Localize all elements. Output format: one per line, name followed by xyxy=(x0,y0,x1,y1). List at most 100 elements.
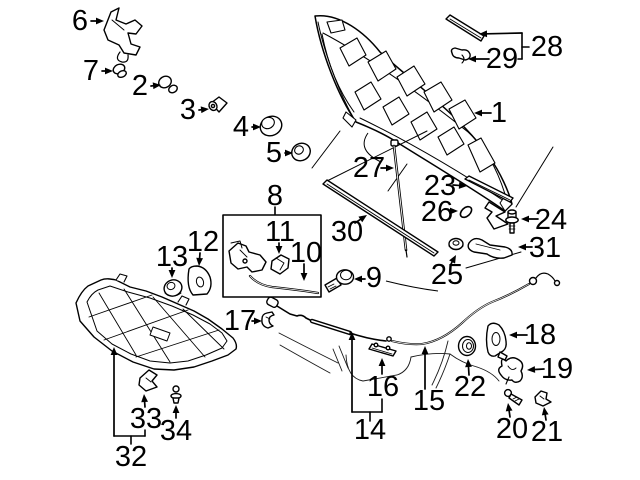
callout-11-arrow-0-head xyxy=(275,246,283,254)
part-number-label-14[interactable]: 14 xyxy=(354,414,386,446)
callout-29: 29 xyxy=(468,43,518,75)
callout-21: 21 xyxy=(531,407,563,448)
callout-7: 7 xyxy=(83,55,113,87)
callout-21-arrow-0-line xyxy=(544,414,547,421)
part-21-clip-nut xyxy=(534,390,552,407)
part-number-label-25[interactable]: 25 xyxy=(431,259,463,291)
part-27-prop-rod xyxy=(390,139,408,258)
part-13-grommet xyxy=(163,279,183,297)
callout-34: 34 xyxy=(160,405,192,447)
callout-19-arrow-0-line xyxy=(534,368,545,371)
callout-3-arrow-0-head xyxy=(200,106,209,114)
part-29-clip xyxy=(450,47,471,64)
part-number-label-6[interactable]: 6 xyxy=(72,5,88,37)
callout-6: 6 xyxy=(72,5,104,37)
part-number-label-20[interactable]: 20 xyxy=(496,413,528,445)
part-18-handle-bracket xyxy=(485,322,508,361)
callout-28-arrow-0-head xyxy=(479,30,488,38)
part-number-label-3[interactable]: 3 xyxy=(180,94,196,126)
part-number-label-10[interactable]: 10 xyxy=(290,237,322,269)
part-number-label-27[interactable]: 27 xyxy=(353,152,385,184)
part-28-molding-strip xyxy=(445,14,485,42)
part-number-label-24[interactable]: 24 xyxy=(535,204,567,236)
callout-17: 17 xyxy=(224,305,262,337)
callout-20-arrow-0-line xyxy=(508,410,511,418)
part-11-clip-art xyxy=(270,254,290,275)
callout-20: 20 xyxy=(496,403,528,445)
part-number-label-21[interactable]: 21 xyxy=(531,416,563,448)
callout-20-arrow-0-head xyxy=(505,403,513,412)
callout-22-arrow-0-line xyxy=(467,366,470,376)
callout-18-arrow-0-head xyxy=(509,331,517,339)
leader-line-1 xyxy=(311,130,341,169)
part-number-label-12[interactable]: 12 xyxy=(187,226,219,258)
callout-13: 13 xyxy=(156,241,188,278)
callout-6-arrow-0-head xyxy=(96,17,104,25)
callout-25: 25 xyxy=(431,255,463,291)
part-number-label-4[interactable]: 4 xyxy=(233,111,249,143)
part-number-label-23[interactable]: 23 xyxy=(424,170,456,202)
callout-31: 31 xyxy=(518,232,561,264)
callout-1-arrow-0-head xyxy=(474,109,482,117)
part-23-front-molding xyxy=(464,175,514,230)
callout-13-arrow-0-head xyxy=(168,270,176,278)
part-number-label-22[interactable]: 22 xyxy=(454,371,486,403)
part-8-latch-art xyxy=(228,240,267,273)
part-number-label-30[interactable]: 30 xyxy=(331,216,363,248)
callout-9: 9 xyxy=(354,262,382,294)
callout-25-arrow-0-line xyxy=(450,261,453,265)
part-26-seal-ring xyxy=(459,205,473,219)
callout-24-arrow-0-head xyxy=(521,215,529,223)
callout-30-arrow-0-line xyxy=(354,218,362,224)
callout-17-arrow-0-head xyxy=(254,317,262,325)
part-number-label-16[interactable]: 16 xyxy=(367,371,399,403)
callout-12: 12 xyxy=(187,226,219,266)
part-number-label-13[interactable]: 13 xyxy=(156,241,188,273)
part-number-label-17[interactable]: 17 xyxy=(224,305,256,337)
callout-28: 28 xyxy=(479,30,563,63)
part-number-label-34[interactable]: 34 xyxy=(160,415,192,447)
leader-line-0 xyxy=(324,130,428,183)
part-number-label-33[interactable]: 33 xyxy=(130,403,162,435)
part-number-label-9[interactable]: 9 xyxy=(366,262,382,294)
callout-28-arrow-0-line xyxy=(486,32,523,35)
part-number-label-28[interactable]: 28 xyxy=(531,31,563,63)
part-number-label-29[interactable]: 29 xyxy=(486,43,518,75)
part-number-label-31[interactable]: 31 xyxy=(529,232,561,264)
callout-14: 14 xyxy=(348,332,386,446)
callout-1: 1 xyxy=(474,97,507,129)
callout-23: 23 xyxy=(424,170,467,202)
part-number-label-5[interactable]: 5 xyxy=(266,137,282,169)
callout-16-arrow-0-head xyxy=(378,358,386,366)
callout-27-arrow-0-head xyxy=(386,164,394,172)
callout-19: 19 xyxy=(527,353,573,385)
part-7-grommet xyxy=(112,63,127,79)
part-5-grommet-ring xyxy=(291,142,311,162)
part-number-label-32[interactable]: 32 xyxy=(115,441,147,473)
part-number-label-19[interactable]: 19 xyxy=(541,353,573,385)
part-2-push-pin xyxy=(158,75,178,94)
callout-25-arrow-0-head xyxy=(449,255,456,264)
callout-30-arrow-0-head xyxy=(358,215,367,223)
callout-16: 16 xyxy=(367,358,399,403)
part-number-label-11[interactable]: 11 xyxy=(265,216,295,248)
part-number-label-8[interactable]: 8 xyxy=(267,180,283,212)
part-number-label-2[interactable]: 2 xyxy=(132,70,148,102)
part-number-label-18[interactable]: 18 xyxy=(524,319,556,351)
callout-33-arrow-0-head xyxy=(141,394,149,403)
callout-22: 22 xyxy=(454,359,486,403)
callout-27: 27 xyxy=(353,152,394,184)
callout-24: 24 xyxy=(521,204,567,236)
part-number-label-26[interactable]: 26 xyxy=(421,196,453,228)
callout-9-arrow-0-head xyxy=(354,275,362,283)
part-number-label-15[interactable]: 15 xyxy=(413,385,445,417)
leader-curve-0 xyxy=(363,132,382,163)
part-number-label-7[interactable]: 7 xyxy=(83,55,99,87)
part-24-bolt xyxy=(505,209,519,234)
callout-2: 2 xyxy=(132,70,161,102)
callout-2-arrow-0-head xyxy=(152,82,161,90)
callout-12-arrow-0-head xyxy=(196,257,204,266)
callout-11: 11 xyxy=(265,216,295,254)
callout-32: 32 xyxy=(110,347,147,473)
part-number-label-1[interactable]: 1 xyxy=(491,97,507,129)
